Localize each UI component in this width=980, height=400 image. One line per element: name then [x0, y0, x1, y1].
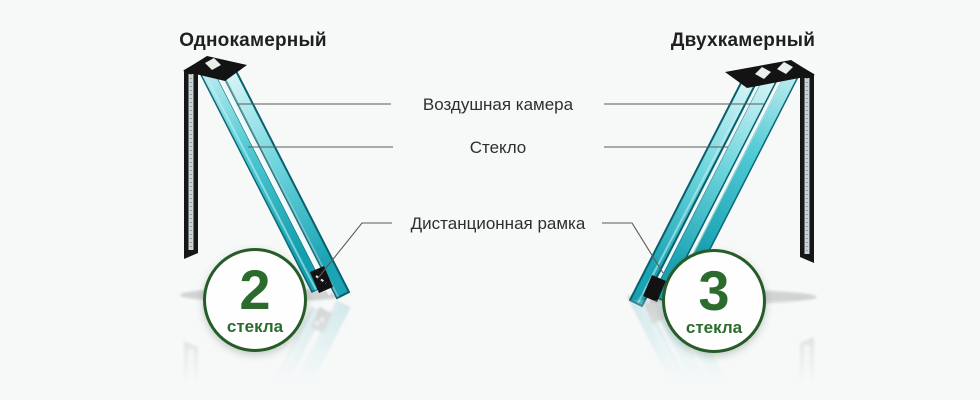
- unit-left-title: Однокамерный: [179, 30, 327, 51]
- callout-spacer-frame: Дистанционная рамка: [410, 214, 586, 233]
- cap-glass-notch: [205, 58, 221, 70]
- pane-count-badge-right: 3 стекла: [662, 249, 766, 353]
- leader-line-spacer-right: [602, 222, 664, 274]
- pane-count-caption: стекла: [226, 317, 284, 337]
- frame-top-cap: [183, 56, 247, 81]
- glass-glints: [201, 67, 339, 298]
- leader-line-spacer-left: [317, 222, 392, 279]
- pane-count-caption: стекла: [685, 318, 743, 338]
- callout-glass: Стекло: [469, 138, 527, 157]
- unit-right-title: Двухкамерный: [670, 30, 816, 51]
- spacer-frame-tip: [643, 275, 666, 302]
- pane-count-number: 3: [698, 258, 730, 322]
- cap-glass-notch: [755, 67, 771, 79]
- spacer-tip-detail: [315, 275, 327, 284]
- callout-air-chamber: Воздушная камера: [422, 95, 574, 114]
- cap-glass-notch: [777, 62, 793, 74]
- pane-count-number: 2: [239, 257, 271, 321]
- pane-count-badge-left: 2 стекла: [203, 248, 307, 352]
- leader-lines: [237, 103, 764, 279]
- unit-right-illustration: [628, 60, 815, 308]
- reflection-fade: [0, 300, 980, 400]
- unit-left-illustration: [183, 56, 351, 300]
